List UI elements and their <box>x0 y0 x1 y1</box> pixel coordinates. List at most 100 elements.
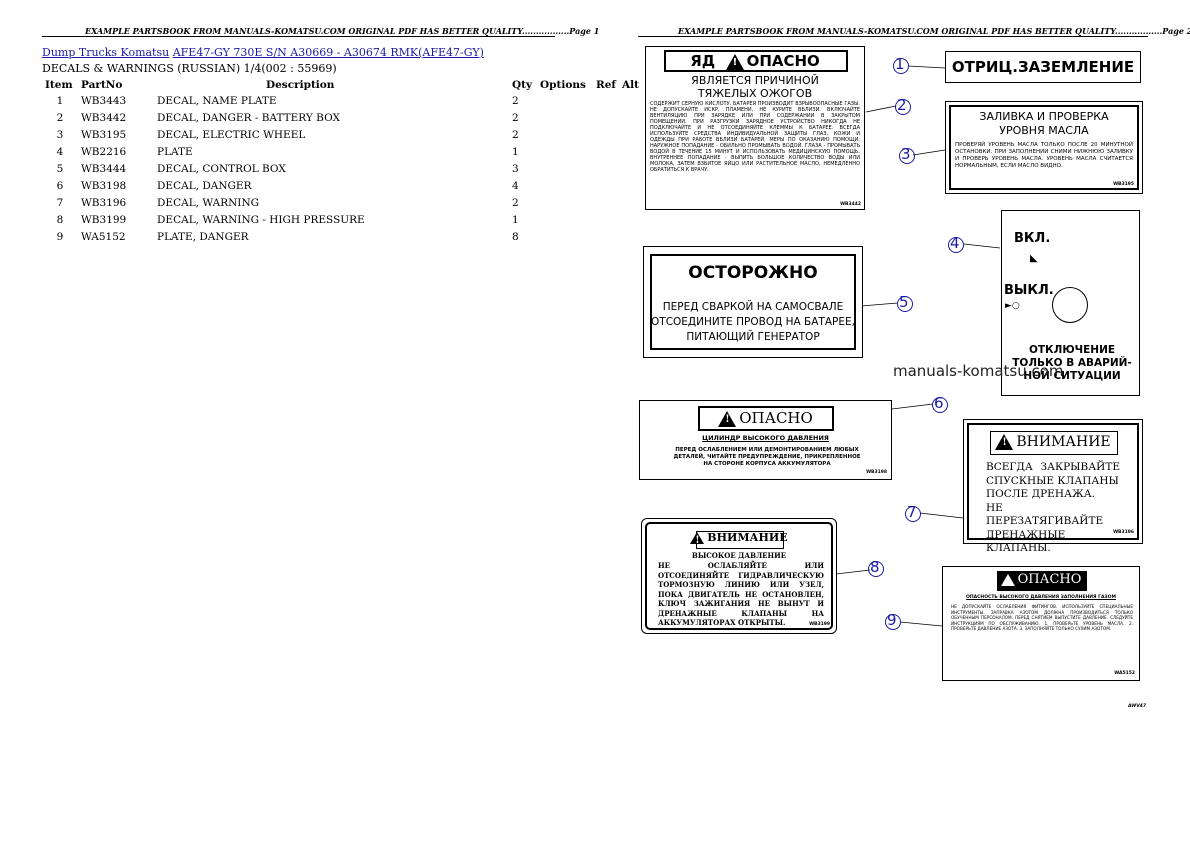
parts-table: Item PartNo Description Qty Options Ref … <box>42 78 642 245</box>
cell-partno: WB3199 <box>81 213 127 226</box>
cell-qty: 4 <box>512 179 519 192</box>
decal-2-battery-danger: ЯД ОПАСНО ЯВЛЯЕТСЯ ПРИЧИНОЙ ТЯЖЕЛЫХ ОЖОГ… <box>645 46 865 210</box>
cell-description: DECAL, DANGER <box>157 179 252 192</box>
cell-description: DECAL, DANGER - BATTERY BOX <box>157 111 340 124</box>
breadcrumb-link-model[interactable]: AFE47-GY 730E S/N A30669 - A30674 RMK(AF… <box>172 46 484 59</box>
warning-triangle-icon <box>690 532 705 546</box>
cell-partno: WB3443 <box>81 94 127 107</box>
decal-9-body: НЕ ДОПУСКАЙТЕ ОСЛАБЛЕНИЯ ФИТИНГОВ. ИСПОЛ… <box>951 604 1133 631</box>
page-header-right: EXAMPLE PARTSBOOK FROM MANUALS-KOMATSU.C… <box>678 26 1190 36</box>
cell-partno: WB3444 <box>81 162 127 175</box>
decal-1-negative-ground: ОТРИЦ.ЗАЗЕМЛЕНИЕ <box>945 51 1141 83</box>
cell-qty: 2 <box>512 94 519 107</box>
decal-9-sub: ОПАСНОСТЬ ВЫСОКОГО ДАВЛЕНИЯ ЗАПОЛНЕНИЯ Г… <box>966 595 1116 600</box>
arrow-down-icon: ◣ <box>1030 253 1038 264</box>
cell-qty: 2 <box>512 111 519 124</box>
decal-4-off: ВЫКЛ. <box>1004 283 1054 298</box>
decal-7-code: WB3196 <box>1113 530 1134 535</box>
table-row: 6 WB3198 DECAL, DANGER 4 <box>42 177 642 194</box>
decal-8-high-pressure-warning: ВНИМАНИЕ ВЫСОКОЕ ДАВЛЕНИЕ НЕ ОСЛАБЛЯЙТЕ … <box>641 518 837 634</box>
decal-4-switch-plate: ВКЛ. ◣ ВЫКЛ. ►○ ОТКЛЮЧЕНИЕ ТОЛЬКО В АВАР… <box>1001 210 1140 396</box>
decal-4-emergency: ОТКЛЮЧЕНИЕ ТОЛЬКО В АВАРИЙ- НОЙ СИТУАЦИИ <box>1012 344 1132 382</box>
decal-6-code: WB3198 <box>866 470 887 475</box>
decal-7-l1: ВСЕГДА ЗАКРЫВАЙТЕ <box>986 461 1120 473</box>
cell-qty: 3 <box>512 162 519 175</box>
cell-item: 2 <box>56 111 64 124</box>
decal-6-sub: ЦИЛИНДР ВЫСОКОГО ДАВЛЕНИЯ <box>702 434 829 442</box>
decal-7-l3: ПОСЛЕ ДРЕНАЖА. <box>986 488 1096 500</box>
decal-2-line2: ТЯЖЕЛЫХ ОЖОГОВ <box>697 87 813 100</box>
section-title: DECALS & WARNINGS (RUSSIAN) 1/4(002 : 55… <box>42 62 337 75</box>
cell-item: 7 <box>56 196 64 209</box>
decal-7-l5: ДРЕНАЖНЫЕ КЛАПАНЫ. <box>986 528 1066 555</box>
watermark: manuals-komatsu.com <box>893 362 1064 380</box>
decal-6-cylinder-danger: ОПАСНО ЦИЛИНДР ВЫСОКОГО ДАВЛЕНИЯ ПЕРЕД О… <box>639 400 892 480</box>
cell-description: DECAL, ELECTRIC WHEEL <box>157 128 306 141</box>
cell-qty: 2 <box>512 128 519 141</box>
decal-2-code: WB3442 <box>840 202 861 207</box>
header-rule-left <box>42 36 555 37</box>
decal-5-welding-caution: ОСТОРОЖНО ПЕРЕД СВАРКОЙ НА САМОСВАЛЕ ОТС… <box>643 246 863 358</box>
cell-item: 1 <box>56 94 64 107</box>
col-item: Item <box>45 79 73 91</box>
decal-7-l2: СПУСКНЫЕ КЛАПАНЫ <box>986 474 1119 487</box>
cell-description: PLATE, DANGER <box>157 230 249 243</box>
breadcrumb: Dump Trucks Komatsu AFE47-GY 730E S/N A3… <box>42 46 484 59</box>
cell-item: 6 <box>56 179 64 192</box>
col-options: Options <box>540 79 586 91</box>
decal-2-yad: ЯД <box>690 52 716 70</box>
cell-qty: 1 <box>512 213 519 226</box>
cell-partno: WB3196 <box>81 196 127 209</box>
table-row: 7 WB3196 DECAL, WARNING 2 <box>42 194 642 211</box>
page-header-left: EXAMPLE PARTSBOOK FROM MANUALS-KOMATSU.C… <box>85 26 600 36</box>
cell-description: DECAL, WARNING - HIGH PRESSURE <box>157 213 365 226</box>
cell-partno: WB3198 <box>81 179 127 192</box>
cell-description: PLATE <box>157 145 193 158</box>
decal-8-body: НЕ ОСЛАБЛЯЙТЕ ИЛИ ОТСОЕДИНЯЙТЕ ГИДРАВЛИЧ… <box>658 561 824 627</box>
table-row: 1 WB3443 DECAL, NAME PLATE 2 <box>42 92 642 109</box>
page-drawing-code: AWV47 <box>1128 704 1146 709</box>
decal-7-warning-drain: ВНИМАНИЕ ВСЕГДА ЗАКРЫВАЙТЕ СПУСКНЫЕ КЛАП… <box>963 419 1143 554</box>
cell-item: 5 <box>56 162 64 175</box>
cell-description: DECAL, WARNING <box>157 196 260 209</box>
decal-3-body: ПРОВЕРЯЙ УРОВЕНЬ МАСЛА ТОЛЬКО ПОСЛЕ 20 М… <box>955 142 1133 169</box>
col-alt: Alt <box>621 79 639 91</box>
warning-triangle-icon <box>725 53 744 70</box>
cell-qty: 2 <box>512 196 519 209</box>
decal-5-line3: ПИТАЮЩИЙ ГЕНЕРАТОР <box>686 331 820 343</box>
decal-9-plate-danger: ОПАСНО ОПАСНОСТЬ ВЫСОКОГО ДАВЛЕНИЯ ЗАПОЛ… <box>942 566 1140 681</box>
table-row: 5 WB3444 DECAL, CONTROL BOX 3 <box>42 160 642 177</box>
table-row: 2 WB3442 DECAL, DANGER - BATTERY BOX 2 <box>42 109 642 126</box>
cell-item: 3 <box>56 128 64 141</box>
decal-2-body: СОДЕРЖИТ СЕРНУЮ КИСЛОТУ. БАТАРЕЯ ПРОИЗВО… <box>650 101 860 173</box>
warning-triangle-icon <box>718 411 737 427</box>
decal-9-code: WA5152 <box>1114 671 1135 676</box>
cell-qty: 1 <box>512 145 519 158</box>
warning-triangle-icon <box>995 434 1014 450</box>
decal-3-title1: ЗАЛИВКА И ПРОВЕРКА <box>979 110 1109 123</box>
col-partno: PartNo <box>81 79 123 91</box>
decal-5-line2: ОТСОЕДИНИТЕ ПРОВОД НА БАТАРЕЕ, <box>651 316 855 328</box>
breadcrumb-link-dump-trucks[interactable]: Dump Trucks Komatsu <box>42 46 170 59</box>
header-rule-right <box>638 36 1148 37</box>
cell-partno: WB3195 <box>81 128 127 141</box>
cell-description: DECAL, CONTROL BOX <box>157 162 286 175</box>
cell-partno: WB3442 <box>81 111 127 124</box>
decal-3-title2: УРОВНЯ МАСЛА <box>999 124 1089 137</box>
table-header-row: Item PartNo Description Qty Options Ref … <box>42 78 642 92</box>
col-ref: Ref <box>596 79 616 91</box>
col-description: Description <box>266 79 335 91</box>
table-row: 3 WB3195 DECAL, ELECTRIC WHEEL 2 <box>42 126 642 143</box>
decal-1-text: ОТРИЦ.ЗАЗЕМЛЕНИЕ <box>951 58 1135 76</box>
cell-qty: 8 <box>512 230 519 243</box>
cell-description: DECAL, NAME PLATE <box>157 94 277 107</box>
decal-8-sub: ВЫСОКОЕ ДАВЛЕНИЕ <box>691 551 787 560</box>
decal-2-danger: ОПАСНО <box>746 52 820 70</box>
decal-3-oil-check: ЗАЛИВКА И ПРОВЕРКА УРОВНЯ МАСЛА ПРОВЕРЯЙ… <box>945 101 1143 194</box>
decal-7-l4: НЕ ПЕРЕЗАТЯГИВАЙТЕ <box>986 501 1104 528</box>
switch-knob-icon <box>1052 287 1088 323</box>
decal-8-code: WB3199 <box>809 622 830 627</box>
